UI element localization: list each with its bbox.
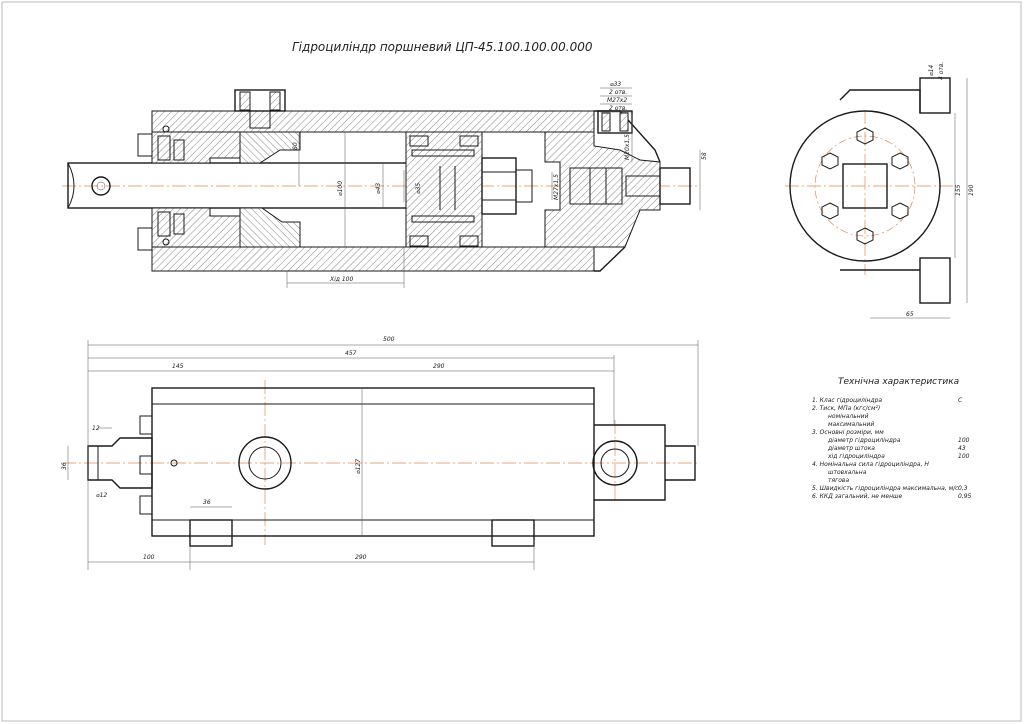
end-view-lug-bottom [919, 257, 951, 304]
tech-row-value: 0,95 [958, 493, 972, 500]
end-view-body [789, 110, 941, 262]
tech-row-label: 6. ККД загальний, не менше [812, 493, 903, 500]
front-foot-right [491, 519, 535, 547]
tech-row-value: 100 [958, 453, 970, 460]
front-right-end [594, 424, 666, 501]
dim-d35: ⌀35 [415, 183, 422, 194]
tech-row-label: 5. Швидкість гідроциліндра максимальна, … [812, 485, 959, 492]
front-port-right [592, 440, 638, 486]
gland-bolt-bottom [137, 227, 153, 251]
cylinder-wall-bottom [151, 246, 595, 272]
tech-row-label: 2. Тиск, МПа (кгс/см²) [812, 405, 880, 412]
tech-row-value: C [958, 397, 963, 404]
gland-head [151, 131, 241, 164]
tech-title: Технічна характеристика [838, 377, 959, 387]
dim-front-290-top: 290 [433, 363, 445, 370]
tech-row-label: номінальний [828, 413, 869, 420]
tech-row-value: 100 [958, 437, 970, 444]
dim-thread-mid: М27х1,5 [553, 174, 560, 200]
dim-front-phi127: ⌀127 [355, 459, 362, 474]
dim-front-100: 100 [143, 554, 155, 561]
bolt-hex [856, 227, 874, 245]
tech-row-label: 3. Основні розміри, мм [812, 429, 884, 436]
tech-row-value: 43 [958, 445, 966, 452]
bolt-hex [821, 202, 839, 220]
tech-row-label: 4. Номінальна сила гідроциліндра, Н [812, 461, 929, 468]
drawing-title: Гідроциліндр поршневий ЦП-45.100.100.00.… [292, 40, 593, 54]
dim-d100: ⌀100 [337, 181, 344, 196]
dim-front-290-bottom: 290 [355, 554, 367, 561]
bolt-hex [821, 152, 839, 170]
section-view: ⌀33 2 отв. М27х2 2 отв. М20х1,5 80 ⌀100 … [62, 81, 708, 288]
bolt-hex [891, 152, 909, 170]
dim-front-12: 12 [92, 425, 100, 432]
bolt-hex [856, 127, 874, 145]
rear-head [544, 131, 661, 248]
tech-row-label: діаметр штока [827, 445, 875, 452]
end-view-center [842, 163, 888, 209]
port-fitting-left [234, 89, 286, 112]
bolt-hex [891, 202, 909, 220]
dim-thread-right: М20х1,5 [624, 134, 631, 160]
dim-front-145: 145 [172, 363, 184, 370]
front-body [151, 387, 595, 537]
dim-front-457: 457 [345, 350, 357, 357]
dim-stroke: Хід 100 [329, 276, 353, 283]
cylinder-wall-top [151, 110, 595, 133]
gland-bolt-top [137, 133, 153, 157]
front-view: 500 457 145 290 12 36 ⌀12 ⌀127 36 100 29… [61, 336, 700, 570]
dim-end-d65: 65 [906, 311, 914, 318]
dim-d58: 58 [701, 152, 708, 160]
end-view-lug-top [919, 77, 951, 114]
tech-row-label: хід гідроциліндра [827, 453, 885, 460]
dim-end-holes: 4 отв. [938, 62, 945, 80]
tech-row-label: штовхальна [828, 469, 867, 476]
front-foot-left [189, 519, 233, 547]
dim-thread-top: М27х2 [607, 97, 627, 104]
rod-eye [91, 176, 111, 196]
dim-front-total: 500 [383, 336, 395, 343]
dim-d33: ⌀33 [610, 81, 621, 88]
tech-row-label: тягова [828, 477, 849, 484]
dim-end-d14: ⌀14 [928, 65, 935, 76]
front-port-left [238, 436, 292, 490]
front-rod-end [87, 437, 153, 489]
piston-rod [67, 162, 409, 209]
end-view: ⌀14 4 отв. 155 190 65 [785, 62, 975, 319]
dim-front-phi12: ⌀12 [96, 492, 107, 499]
dim-d80: 80 [292, 142, 299, 150]
tech-spec: Технічна характеристика 1. Клас гідроцил… [812, 377, 972, 500]
dim-holes-top2: 2 отв. [609, 105, 627, 112]
tech-row-label: максимальний [828, 421, 874, 428]
tech-row-value: 0,3 [958, 485, 968, 492]
dim-front-36-left: 36 [61, 462, 68, 470]
dim-holes-top1: 2 отв. [609, 89, 627, 96]
piston [405, 131, 483, 248]
dim-end-d155: 155 [955, 184, 962, 196]
dim-front-36: 36 [203, 499, 211, 506]
tech-row-label: 1. Клас гідроциліндра [812, 397, 882, 404]
dim-d43: ⌀43 [375, 183, 382, 194]
dim-end-d190: 190 [968, 184, 975, 196]
tech-row-label: діаметр гідроциліндра [827, 437, 901, 444]
